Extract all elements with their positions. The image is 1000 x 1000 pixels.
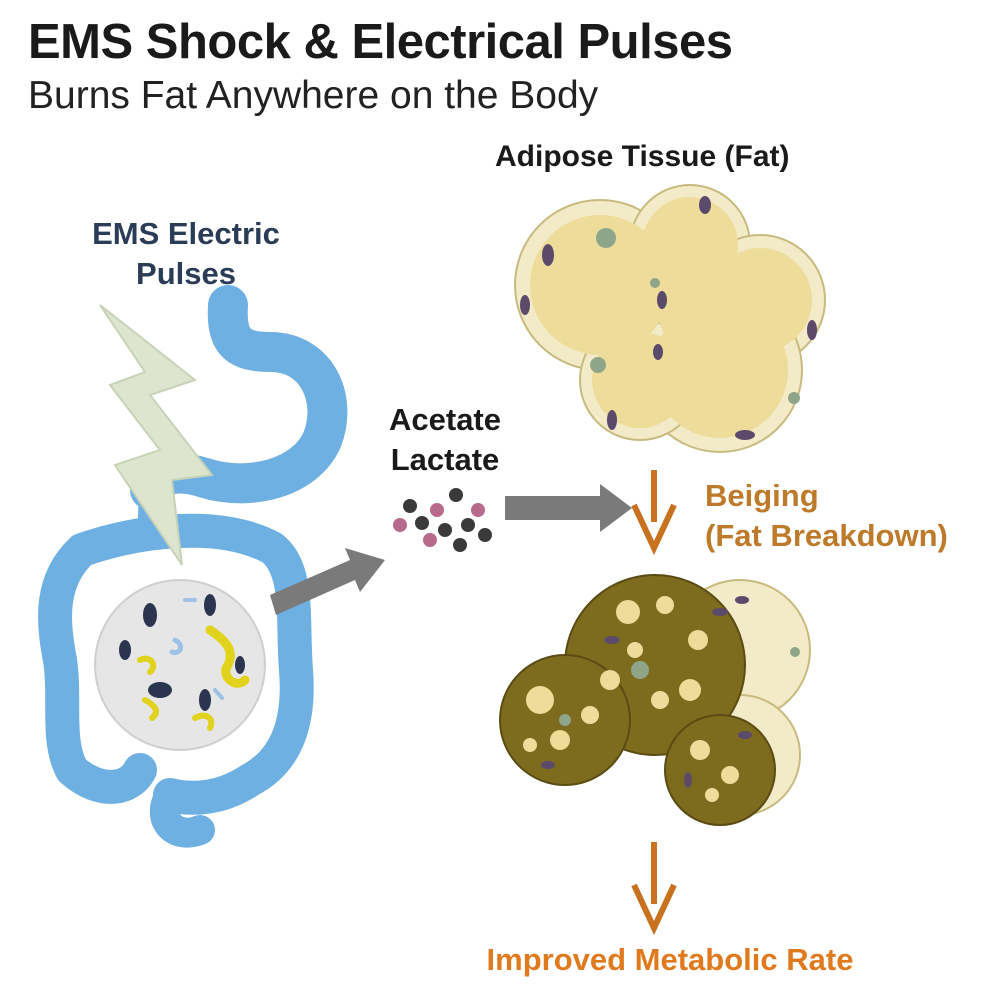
orange-arrow-metabolic xyxy=(631,842,677,936)
colon-lower xyxy=(149,780,215,848)
lactate-label: Lactate xyxy=(390,442,500,477)
metabolic-rate-label: Improved Metabolic Rate xyxy=(486,942,854,977)
ems-pulses-label-line2: Pulses xyxy=(136,256,236,291)
ems-pulses-label-line1: EMS Electric xyxy=(92,216,280,251)
beiging-label: Beiging (Fat Breakdown) xyxy=(705,476,948,556)
gut-bacteria-cluster xyxy=(94,579,266,751)
acetate-lactate-molecules xyxy=(393,488,492,552)
gray-arrow-acids-to-fat xyxy=(505,484,632,532)
large-intestine xyxy=(38,513,314,815)
page-title: EMS Shock & Electrical Pulses xyxy=(28,15,733,69)
page-subtitle: Burns Fat Anywhere on the Body xyxy=(28,74,599,117)
bacteria xyxy=(119,594,250,731)
orange-arrow-beiging xyxy=(631,470,677,556)
lightning-bolt-icon xyxy=(99,304,214,566)
acetate-label: Acetate xyxy=(389,402,501,437)
acetate-lactate-label: Acetate Lactate xyxy=(370,400,520,480)
beiging-label-line1: Beiging xyxy=(705,478,819,513)
gray-arrow-gut-to-acids xyxy=(270,548,385,615)
digestive-system-illustration xyxy=(38,285,348,848)
beiging-label-line2: (Fat Breakdown) xyxy=(705,518,948,553)
adipose-tissue-cluster xyxy=(514,184,826,453)
beige-fat-cluster xyxy=(499,574,811,826)
ems-pulses-label: EMS Electric Pulses xyxy=(60,214,312,294)
adipose-tissue-label: Adipose Tissue (Fat) xyxy=(495,140,790,173)
